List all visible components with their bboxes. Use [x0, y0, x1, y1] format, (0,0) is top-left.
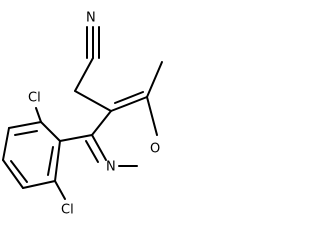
bond-c4-c5-double	[114, 91, 144, 104]
atom-label-cl-top: Cl	[28, 91, 41, 106]
bond-ar2-ar3	[8, 121, 42, 129]
bond-ar6-cl-bottom	[54, 180, 66, 200]
bond-ar5-ar6	[22, 180, 56, 189]
bond-n-c3-double	[85, 140, 99, 163]
bond-ar1-ar2	[40, 121, 61, 142]
chemical-structure: N O N Cl Cl	[2, 11, 163, 218]
bond-ar2-cl-top	[35, 107, 42, 123]
bond-c5-methyl	[146, 61, 163, 98]
bond-c4-c5	[110, 96, 148, 112]
bond-c5-o	[146, 96, 158, 136]
bond-ch2-c4	[74, 90, 112, 112]
bond-ar2-ar3-double	[14, 130, 38, 136]
nitrile-group	[74, 26, 112, 112]
bond-nitrile-c-ch2	[74, 57, 94, 92]
bond-c3-c4	[91, 110, 112, 136]
bond-c3-aryl	[59, 134, 93, 142]
atom-label-ring-n: N	[106, 160, 116, 175]
isoxazole-ring	[85, 61, 163, 167]
atom-label-cl-bottom: Cl	[61, 203, 74, 218]
bond-n-c3	[91, 134, 107, 161]
atom-label-nitrile-n: N	[86, 11, 96, 26]
bond-ar6-ar1	[54, 140, 61, 182]
bond-ar4-ar5-double	[10, 160, 28, 183]
dichlorophenyl-ring	[2, 107, 93, 200]
bond-ar3-ar4	[2, 127, 10, 161]
atom-label-ring-o: O	[150, 142, 160, 157]
bond-ar4-ar5	[2, 159, 24, 189]
bond-ar6-ar1-double	[47, 146, 54, 176]
